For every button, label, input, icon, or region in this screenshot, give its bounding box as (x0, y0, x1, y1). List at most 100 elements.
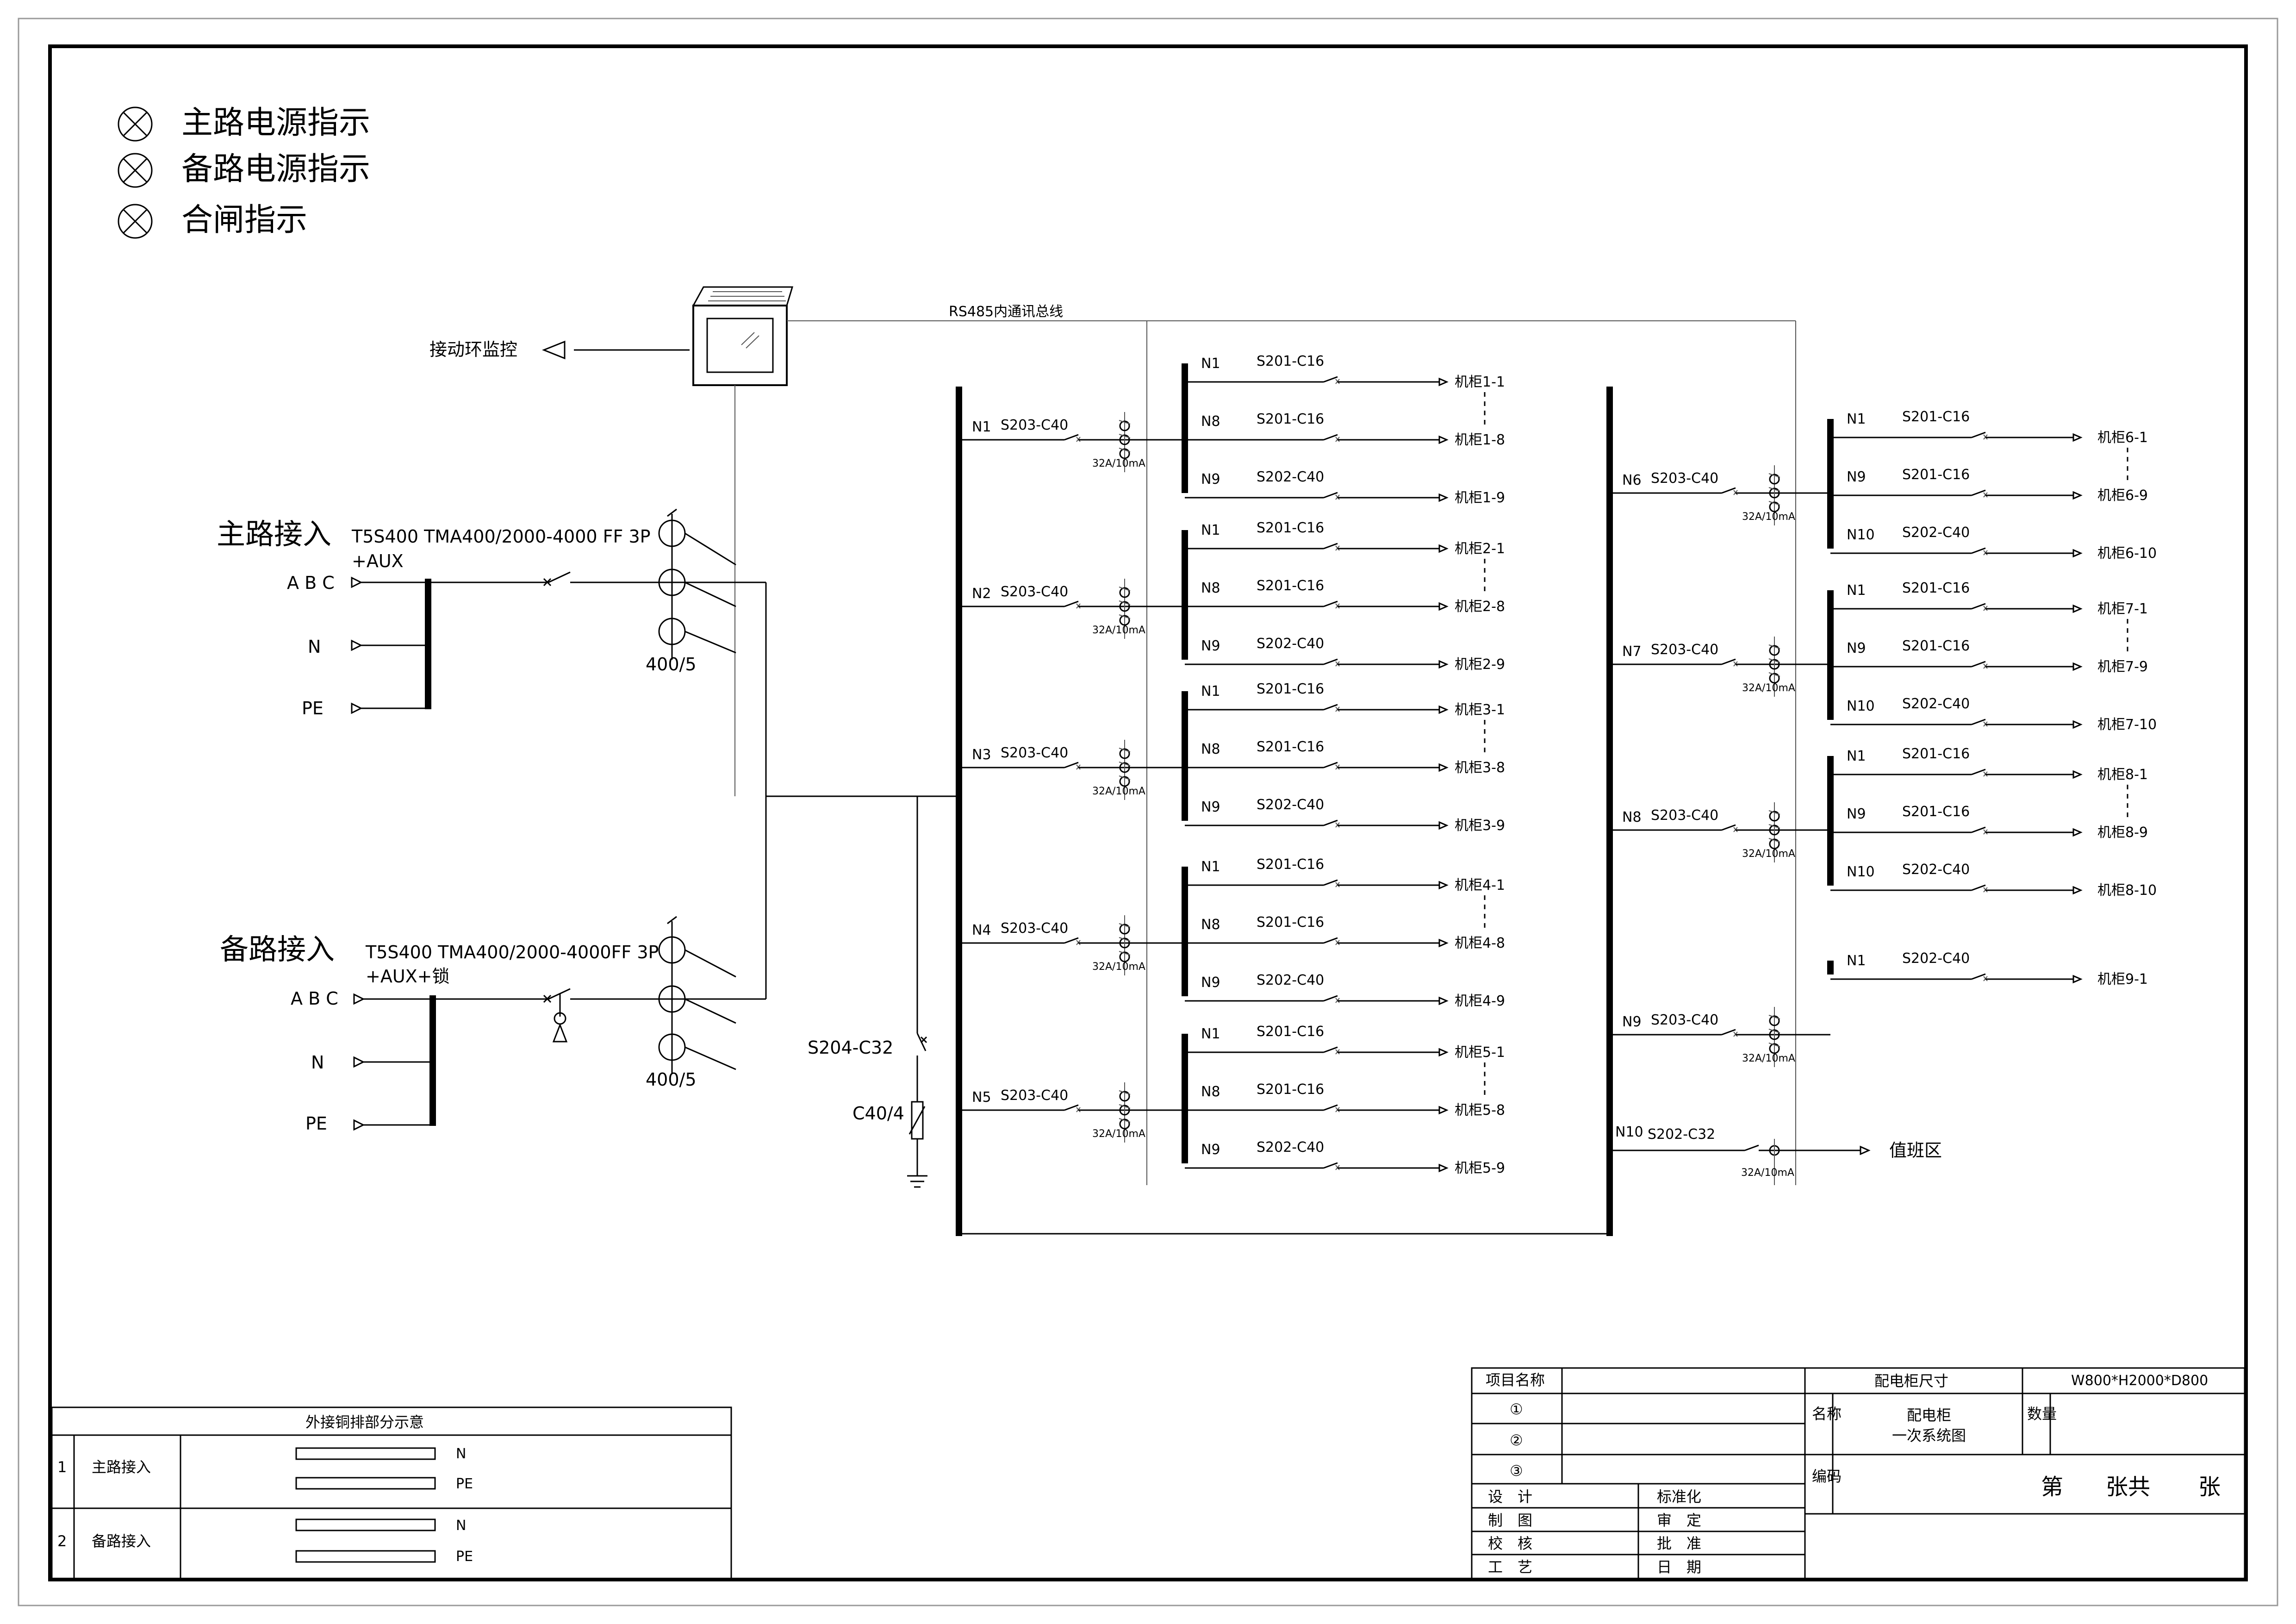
load-label: 机柜3-8 (1455, 760, 1505, 776)
review-label: 审 定 (1657, 1512, 1701, 1529)
drawing-name-1: 配电柜 (1907, 1406, 1951, 1424)
copper-row-2-index: 2 (57, 1532, 67, 1550)
branch-node-label: N1 (1847, 582, 1866, 599)
branch-node-label: N9 (1201, 638, 1220, 654)
feeder-breaker-label: S203-C40 (1651, 470, 1718, 487)
branch-breaker-label: S201-C16 (1257, 353, 1324, 369)
feeder-breaker-label: S203-C40 (1651, 1012, 1718, 1028)
branch-node-label: N8 (1201, 1084, 1220, 1100)
lock-icon (552, 994, 568, 1043)
branch-node-label: N8 (1201, 741, 1220, 757)
arrow-right-icon (1438, 1106, 1449, 1115)
branch-breaker-label: S201-C16 (1902, 467, 1970, 483)
spd-breaker-label: S204-C32 (808, 1037, 893, 1058)
craft-label: 工 艺 (1488, 1558, 1532, 1576)
load-label: 机柜8-10 (2097, 882, 2157, 899)
feeder-node-label: N8 (1622, 809, 1642, 825)
arrow-right-icon (2072, 828, 2083, 837)
copper-bar-title: 外接铜排部分示意 (305, 1413, 424, 1431)
load-label: 机柜4-8 (1455, 935, 1505, 951)
load-label: 机柜8-9 (2097, 824, 2148, 841)
backup-input-title: 备路接入 (220, 932, 335, 966)
load-label: 机柜6-1 (2097, 430, 2148, 446)
load-label: 机柜7-9 (2097, 659, 2148, 675)
arrow-right-icon (2072, 662, 2083, 671)
arrow-right-icon (1438, 881, 1449, 890)
branch-node-label: N8 (1201, 917, 1220, 933)
branch-node-label: N9 (1847, 806, 1866, 822)
design-label: 设 计 (1488, 1488, 1532, 1505)
drawing-name-2: 一次系统图 (1892, 1427, 1966, 1444)
drawing-frame (48, 44, 2248, 1581)
branch-node-label: N10 (1847, 698, 1875, 714)
copper-row-1-pe: PE (456, 1476, 473, 1492)
main-input-title: 主路接入 (217, 517, 331, 551)
load-label: 机柜8-1 (2097, 767, 2148, 783)
branch-node-label: N1 (1201, 522, 1220, 538)
title-block: 项目名称 ① ② ③ 设 计 制 图 校 核 工 艺 标准化 审 定 批 准 日… (1471, 1367, 2246, 1580)
arrow-right-icon (2072, 491, 2083, 500)
arrow-right-icon (1438, 435, 1449, 444)
arrow-right-icon (2072, 974, 2083, 984)
branch-node-label: N1 (1201, 356, 1220, 372)
arrow-right-icon (2072, 433, 2083, 442)
copper-row-1-n: N (456, 1446, 466, 1462)
branch-breaker-label: S202-C40 (1902, 696, 1970, 712)
arrow-left-icon (541, 340, 566, 360)
arrow-right-icon (1438, 763, 1449, 772)
load-label: 机柜5-9 (1455, 1160, 1505, 1176)
branch-node-label: N8 (1201, 580, 1220, 596)
backup-breaker-aux: +AUX+锁 (366, 966, 450, 987)
main-input-section: 主路接入 T5S400 TMA400/2000-4000 FF 3P +AUX … (217, 508, 767, 796)
branch-node-label: N10 (1847, 527, 1875, 543)
branch-breaker-label: S201-C16 (1257, 856, 1324, 873)
arrow-right-icon (1438, 544, 1449, 553)
legend-close-indicator: 合闸指示 (181, 202, 307, 238)
ground-icon (907, 1175, 927, 1188)
branch-node-label: N10 (1847, 864, 1875, 880)
backup-input-section: 备路接入 T5S400 TMA400/2000-4000FF 3P +AUX+锁… (220, 916, 766, 1134)
branch-node-label: N1 (1201, 683, 1220, 700)
hmi-screen-icon (692, 286, 794, 386)
feeder-node-label: N5 (972, 1089, 991, 1106)
spd-arrester-label: C40/4 (852, 1103, 904, 1124)
arrow-right-icon (1438, 493, 1449, 502)
legend-backup-power: 备路电源指示 (181, 151, 370, 187)
current-transformer-icon (658, 508, 736, 660)
rcd-icon (1768, 1007, 1780, 1067)
load-label: 机柜7-10 (2097, 717, 2157, 733)
rcd-rating-label: 32A/10mA (1092, 1128, 1145, 1140)
approve-label: 批 准 (1657, 1535, 1701, 1552)
load-label: 机柜9-1 (2097, 971, 2148, 987)
arrow-right-icon (1438, 821, 1449, 830)
main-ct-ratio: 400/5 (646, 654, 697, 675)
sheet-no-label: 第 (2041, 1474, 2063, 1500)
branch-circuit: N10 S202-C40 机柜8-10 (1830, 862, 2157, 899)
feeder-breaker-label: S203-C40 (1651, 642, 1718, 658)
quantity-label: 数量 (2027, 1405, 2057, 1423)
backup-phases-label: A B C (291, 988, 338, 1009)
branch-node-label: N1 (1847, 748, 1866, 764)
branch-node-label: N1 (1847, 411, 1866, 427)
revision-1: ① (1510, 1400, 1523, 1418)
check-label: 校 核 (1488, 1535, 1532, 1552)
backup-breaker-model: T5S400 TMA400/2000-4000FF 3P (365, 942, 659, 962)
feeder-node-label: N3 (972, 747, 991, 763)
branch-breaker-label: S202-C40 (1257, 972, 1324, 988)
rs485-bus-label: RS485内通讯总线 (949, 304, 1063, 320)
load-label: 机柜4-1 (1455, 877, 1505, 893)
branch-circuit: N10 S202-C40 机柜7-10 (1830, 696, 2157, 733)
branch-breaker-label: S202-C40 (1902, 862, 1970, 878)
rcd-rating-label: 32A/10mA (1742, 1053, 1795, 1064)
feeder-breaker-label: S203-C40 (1001, 417, 1068, 433)
